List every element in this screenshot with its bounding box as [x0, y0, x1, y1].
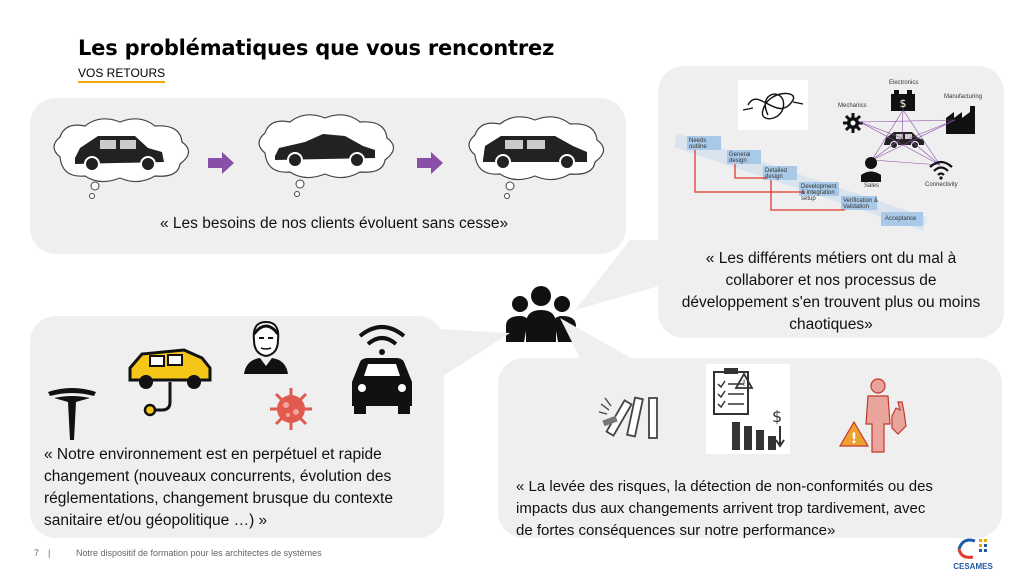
quote-environnement-line-3: réglementations, changement brusque du c… — [44, 490, 393, 507]
quote-metiers-line-1: « Les différents métiers ont du mal à — [705, 250, 957, 267]
quote-risques-line-1: « La levée des risques, la détection de … — [516, 478, 933, 495]
label-verification: Verification & Validation — [843, 198, 879, 210]
quote-metiers-line-3: développement s'en trouvent plus ou moin… — [681, 294, 981, 311]
quote-risques-line-2: impacts dus aux changements arrivent tro… — [516, 500, 926, 517]
cesames-logo-text: CESAMES — [953, 562, 993, 571]
car-thought-1-icon — [53, 118, 190, 199]
tesla-logo-icon — [48, 388, 96, 440]
label-electronics: Electronics — [889, 80, 919, 86]
label-development: Development & integration setup — [801, 184, 837, 202]
network-lines — [859, 109, 956, 166]
checklist-chart-icon: ! $ — [706, 364, 790, 454]
virus-icon — [270, 388, 312, 430]
bubble-tail-metiers — [575, 240, 680, 310]
label-connectivity: Connectivity — [925, 182, 958, 188]
svg-text:!: ! — [742, 379, 746, 389]
label-general: General design — [729, 152, 751, 164]
page-subtitle: VOS RETOURS — [78, 66, 166, 83]
footer-page-number: 7 — [34, 548, 40, 558]
cesames-logo: CESAMES — [953, 538, 993, 571]
quote-metiers: « Les différents métiers ont du mal à co… — [660, 248, 1002, 336]
label-detailed: Detailed design — [765, 168, 788, 180]
gear-icon — [843, 113, 863, 133]
wifi-icon — [929, 160, 953, 180]
arrow-right-icon — [208, 152, 234, 174]
footer-text: Notre dispositif de formation pour les a… — [76, 548, 322, 558]
process-flow-diagram — [675, 133, 928, 231]
label-mechanics: Mechanics — [838, 103, 867, 109]
page-title: Les problématiques que vous rencontrez — [78, 36, 555, 60]
svg-text:!: ! — [851, 431, 857, 447]
quote-risques: « La levée des risques, la détection de … — [516, 476, 1002, 542]
label-acceptance: Acceptance — [885, 216, 917, 222]
quote-environnement-line-2: changement (nouveaux concurrents, évolut… — [44, 468, 392, 485]
footer-separator: | — [48, 548, 51, 558]
label-sales: Sales — [864, 183, 880, 189]
svg-text:$: $ — [772, 407, 782, 426]
quote-environnement-line-1: « Notre environnement est en perpétuel e… — [44, 446, 382, 463]
tangled-lines-icon — [738, 80, 808, 130]
quote-environnement-line-4: sanitaire et/ou géopolitique …) » — [44, 512, 268, 529]
person-icon — [861, 157, 881, 182]
connected-car-icon — [352, 325, 412, 414]
quote-environnement: « Notre environnement est en perpétuel e… — [44, 444, 444, 532]
label-manufacturing: Manufacturing — [944, 94, 983, 100]
battery-icon: $ — [891, 90, 915, 111]
people-group-icon — [506, 286, 576, 342]
car-thought-2-icon — [258, 114, 395, 197]
svg-text:$: $ — [900, 97, 907, 110]
bubble-metiers — [658, 66, 1004, 338]
person-warning-icon: ! — [838, 378, 907, 453]
factory-icon — [946, 106, 975, 134]
arrow-right-icon — [417, 152, 443, 174]
quote-metiers-line-2: collaborer et nos processus de — [725, 272, 937, 289]
yellow-car-lift-icon — [128, 348, 212, 417]
dominoes-icon — [598, 396, 658, 439]
quote-risques-line-3: de fortes conséquences sur notre perform… — [516, 522, 836, 539]
quote-metiers-line-4: chaotiques» — [789, 316, 873, 333]
man-portrait-icon — [244, 320, 288, 374]
car-thought-3-icon — [468, 116, 605, 199]
bubble-environnement — [30, 316, 444, 538]
quote-clients: « Les besoins de nos clients évoluent sa… — [160, 215, 509, 232]
label-needs: Needs outline — [689, 138, 707, 150]
